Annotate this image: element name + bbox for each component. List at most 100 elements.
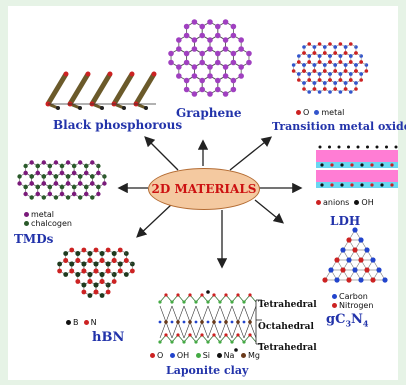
label-graphene: Graphene: [176, 106, 242, 120]
graphene-atom: [199, 32, 206, 39]
lap-atom: [236, 333, 240, 337]
lap-atom: [230, 320, 234, 324]
hbn-atom: [81, 268, 87, 274]
lap-atom: [200, 293, 204, 297]
gcn-atom: [346, 237, 352, 243]
tmd-atom: [35, 163, 40, 169]
tmo-atom: [317, 72, 322, 76]
graphene-atom: [214, 86, 221, 93]
hbn-atom: [69, 268, 75, 274]
gcn-atom: [358, 277, 364, 283]
tmd-atom: [47, 184, 53, 190]
tmd-atom: [47, 170, 53, 176]
tmd-atom: [35, 170, 40, 176]
lap-atom: [206, 340, 210, 344]
arrow-to-black-phosphorous: [144, 136, 179, 171]
lap-atom: [206, 320, 210, 324]
lap-mg-dot-icon: [241, 353, 246, 358]
tmo-metal-dot-icon: [314, 110, 320, 115]
tmo-atom: [323, 87, 327, 91]
tmo-atom: [333, 87, 337, 91]
tmd-atom: [29, 160, 34, 165]
gcn-nitrogen-dot-icon: [332, 303, 337, 308]
tmo-atom: [317, 78, 322, 82]
gcn-atom: [370, 257, 376, 263]
tmo-atom: [297, 54, 301, 58]
ldh-ion: [360, 163, 364, 167]
lap-atom: [194, 320, 198, 324]
tmd-atom: [59, 184, 65, 190]
tmd-atom: [90, 195, 95, 200]
tmo-atom: [354, 69, 358, 73]
hbn-atom: [57, 261, 63, 267]
hbn-atom: [129, 261, 135, 267]
tmo-atom: [297, 78, 301, 82]
tmd-atom: [47, 163, 53, 169]
tmo-atom: [338, 72, 343, 76]
tmo-atom: [354, 51, 358, 55]
tmd-atom: [90, 181, 95, 186]
tmd-atom: [23, 163, 28, 169]
layer-tetrahedral-top: Tetrahedral: [258, 300, 317, 310]
graphene-atom: [230, 59, 237, 66]
lap-atom: [234, 348, 238, 352]
hbn-atom: [117, 247, 123, 253]
tmo-atom: [328, 90, 332, 94]
tmds-legend-metal: metal: [31, 210, 54, 219]
gcn-carbon-dot-icon: [332, 294, 337, 299]
tmo-atom: [328, 78, 332, 82]
gcn-atom: [352, 247, 358, 253]
bp-atom: [63, 71, 69, 77]
graphene-atom: [238, 64, 244, 70]
lap-atom: [242, 300, 246, 304]
tmo-atom: [323, 45, 327, 49]
tmd-atom: [65, 160, 71, 165]
bp-atom: [144, 106, 148, 110]
lap-atom: [230, 300, 234, 304]
tmo-atom: [317, 42, 322, 46]
hbn-atom: [63, 272, 69, 277]
hbn-atom: [123, 272, 129, 277]
tmd-atom: [71, 163, 77, 169]
gcn-atom: [370, 277, 376, 283]
ldh-ion: [394, 145, 398, 149]
tmo-legend-metal: metal: [321, 108, 345, 117]
bp-atom: [56, 106, 60, 110]
tmd-atom: [47, 191, 53, 197]
gcn-atom: [358, 237, 364, 243]
gcn-atom: [358, 257, 364, 263]
tmo-atom: [343, 87, 348, 91]
hbn-atom: [105, 268, 111, 274]
graphene-atom: [246, 50, 252, 57]
lap-atom: [248, 293, 252, 297]
label-ldh: LDH: [330, 214, 361, 228]
tmd-atom: [84, 184, 89, 190]
ldh-ion: [385, 145, 388, 149]
graphene-atom: [191, 19, 198, 25]
bp-rung: [133, 72, 157, 106]
tmds-legend-chalcogen: chalcogen: [31, 219, 72, 228]
tmd-atom: [96, 184, 101, 190]
lap-atom: [176, 320, 180, 324]
tmo-atom: [307, 78, 312, 82]
tmo-atom: [291, 63, 296, 67]
graphene-atom: [183, 77, 190, 84]
tmo-atom: [333, 51, 337, 55]
tmd-atom: [23, 184, 28, 190]
hbn-atom: [57, 268, 63, 274]
hbn-atom: [105, 247, 111, 253]
tmo-atom: [354, 87, 358, 91]
ldh-ion: [350, 183, 354, 187]
graphene-atom: [214, 77, 221, 84]
hbn-atom: [99, 293, 105, 298]
tmd-atom: [77, 160, 83, 165]
tmo-atom: [343, 45, 348, 49]
lap-atom: [212, 293, 216, 297]
graphene-atom: [168, 50, 174, 57]
tmo-atom: [343, 63, 348, 67]
bp-atom: [100, 106, 104, 110]
graphene-atom: [238, 37, 244, 43]
tmo-atom: [328, 60, 332, 64]
hbn-atom: [87, 251, 93, 256]
